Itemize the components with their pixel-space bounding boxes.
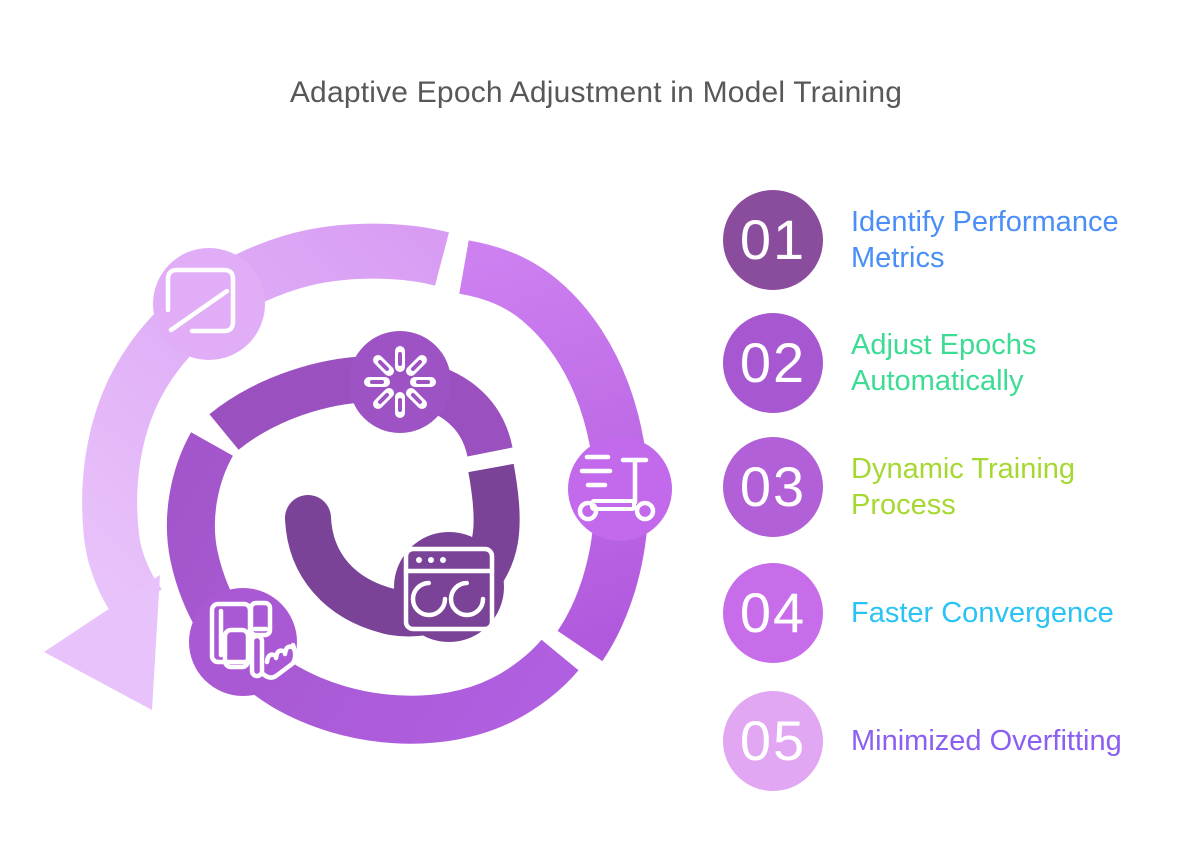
browser-refresh-icon [403,546,495,632]
node-scooter [568,437,672,541]
devices-touch-icon [209,600,298,680]
step-number-1: 01 [739,208,807,271]
step-label-5: Minimized Overfitting [851,725,1122,757]
step-badge-2: 02 [723,313,823,413]
spiral-segment-outer-mid [166,432,579,744]
step-number-4: 04 [739,581,807,644]
spinner-icon [364,346,436,418]
step-badge-4: 04 [723,563,823,663]
step-badge-3: 03 [723,437,823,537]
spiral-arrowhead [44,575,160,710]
step-label-3: Dynamic Training Process [851,453,1076,521]
spiral-segment-light [82,223,449,623]
scooter-icon [577,454,656,522]
step-label-2: Adjust Epochs Automatically [851,329,1037,397]
spiral-diagram [44,223,672,744]
step-label-4: Faster Convergence [851,597,1114,629]
step-badge-5: 05 [723,691,823,791]
page-title: Adaptive Epoch Adjustment in Model Train… [289,76,903,109]
step-badge-1: 01 [723,190,823,290]
step-number-5: 05 [739,709,807,772]
expand-icon [165,267,236,334]
step-number-2: 02 [739,331,807,394]
step-number-3: 03 [739,455,807,518]
spiral-segment-outer [458,240,649,662]
step-label-1: Identify Performance Metrics [851,206,1119,274]
